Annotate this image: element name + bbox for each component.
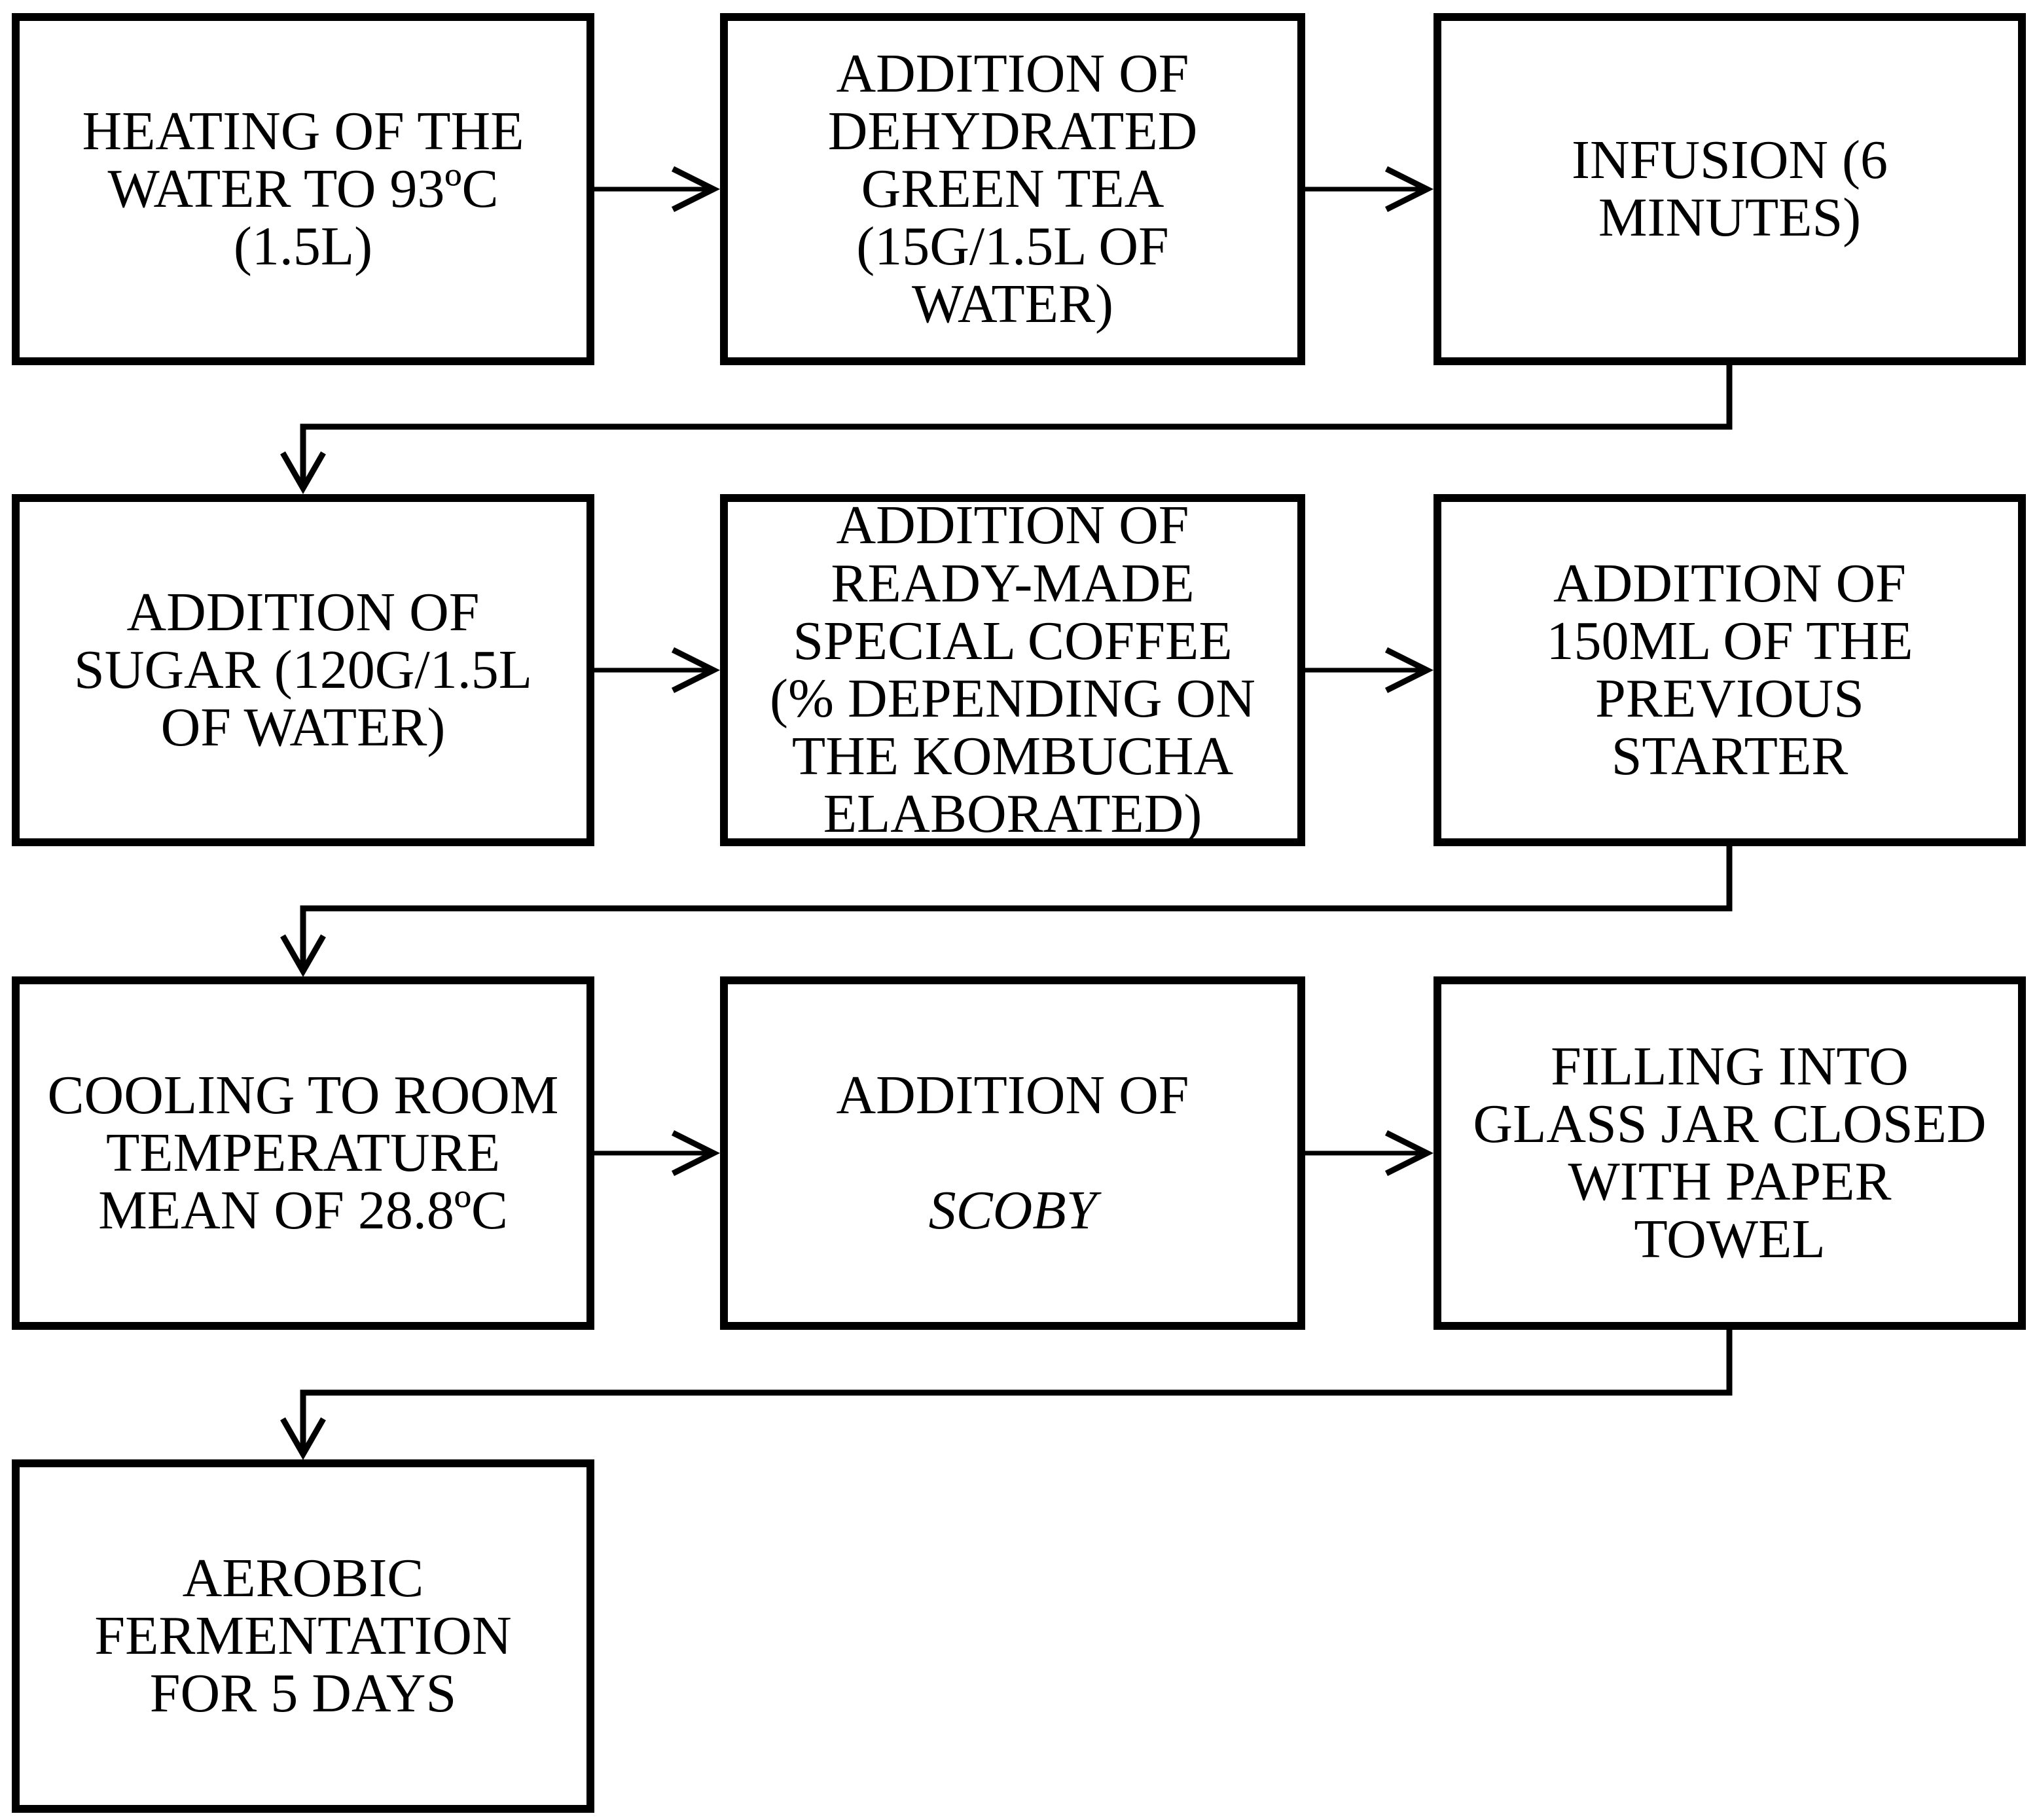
box-label: ADDITION OF 150ML OF THE PREVIOUS STARTE… — [1546, 552, 1913, 787]
arrow-right-icon — [671, 166, 721, 213]
flow-box-sugar-addition: ADDITION OF SUGAR (120G/1.5L OF WATER) — [12, 494, 594, 846]
connector-line — [300, 1330, 1733, 1453]
flow-box-heating-water: HEATING OF THE WATER TO 93ºC (1.5L) — [12, 13, 594, 365]
arrow-down-icon — [280, 934, 326, 978]
arrow-right-icon — [1384, 647, 1434, 694]
arrow-right-icon — [1384, 1130, 1434, 1177]
connector-line — [300, 365, 1733, 487]
arrow-coffee-to-starter — [1305, 647, 1434, 694]
flow-box-cooling: COOLING TO ROOM TEMPERATURE MEAN OF 28.8… — [12, 976, 594, 1330]
box-label: ADDITION OF DEHYDRATED GREEN TEA (15G/1.… — [827, 43, 1198, 335]
arrow-sugar-to-coffee — [594, 647, 721, 694]
box-label: ADDITION OF SUGAR (120G/1.5L OF WATER) — [73, 581, 532, 758]
flow-box-jar-filling: FILLING INTO GLASS JAR CLOSED WITH PAPER… — [1433, 976, 2026, 1330]
arrow-heating-to-tea — [594, 166, 721, 213]
arrow-right-icon — [671, 647, 721, 694]
flow-box-starter-addition: ADDITION OF 150ML OF THE PREVIOUS STARTE… — [1433, 494, 2026, 846]
flow-box-coffee-addition: ADDITION OF READY-MADE SPECIAL COFFEE (%… — [720, 494, 1305, 846]
connector-line — [300, 846, 1733, 970]
connector-jar-to-fermentation — [280, 1330, 1733, 1461]
arrow-scoby-to-jar — [1305, 1130, 1434, 1177]
flow-box-infusion: INFUSION (6 MINUTES) — [1433, 13, 2026, 365]
arrow-down-icon — [280, 1417, 326, 1461]
connector-starter-to-cooling — [280, 846, 1733, 978]
box-label: FILLING INTO GLASS JAR CLOSED WITH PAPER… — [1473, 1035, 1987, 1270]
arrow-right-icon — [1384, 166, 1434, 213]
box-label: ADDITION OF READY-MADE SPECIAL COFFEE (%… — [770, 495, 1255, 845]
arrow-right-icon — [671, 1130, 721, 1177]
arrow-tea-to-infusion — [1305, 166, 1434, 213]
arrow-down-icon — [280, 451, 326, 495]
box-label-line-scoby: SCOBY — [928, 1180, 1097, 1241]
flow-box-green-tea-addition: ADDITION OF DEHYDRATED GREEN TEA (15G/1.… — [720, 13, 1305, 365]
box-label: AEROBIC FERMENTATION FOR 5 DAYS — [94, 1547, 512, 1724]
box-label: INFUSION (6 MINUTES) — [1572, 129, 1888, 248]
box-label: HEATING OF THE WATER TO 93ºC (1.5L) — [82, 100, 524, 277]
box-label-line: ADDITION OF — [836, 1064, 1189, 1126]
flow-box-scoby-addition: ADDITION OF SCOBY — [720, 976, 1305, 1330]
flow-box-aerobic-fermentation: AEROBIC FERMENTATION FOR 5 DAYS — [12, 1459, 594, 1813]
connector-infusion-to-sugar — [280, 365, 1733, 495]
box-label: ADDITION OF SCOBY — [813, 1009, 1213, 1298]
box-label: COOLING TO ROOM TEMPERATURE MEAN OF 28.8… — [47, 1064, 559, 1241]
arrow-cooling-to-scoby — [594, 1130, 721, 1177]
